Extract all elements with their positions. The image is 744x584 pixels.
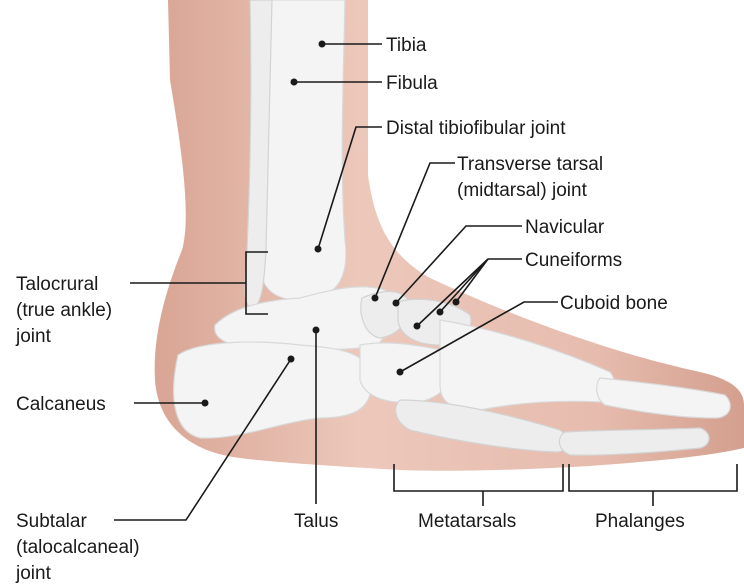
fibula-marker xyxy=(291,79,298,86)
talocrural-label-line2: (true ankle) xyxy=(16,300,112,321)
distal-tibiofibular-label: Distal tibiofibular joint xyxy=(386,118,566,139)
calcaneus-label: Calcaneus xyxy=(16,394,106,415)
cuneiform-marker-1 xyxy=(414,323,421,330)
calcaneus-marker xyxy=(202,400,209,407)
talus-label: Talus xyxy=(294,511,338,532)
subtalar-label-line3: joint xyxy=(15,563,52,584)
distal-tibiofibular-marker xyxy=(315,246,322,253)
navicular-label: Navicular xyxy=(525,217,605,238)
subtalar-label-line1: Subtalar xyxy=(16,511,87,532)
talus-marker xyxy=(313,327,320,334)
navicular-marker xyxy=(393,300,400,307)
transverse-tarsal-label-line2: (midtarsal) joint xyxy=(457,180,588,201)
talocrural-label-line1: Talocrural xyxy=(16,274,98,295)
cuboid-label: Cuboid bone xyxy=(560,293,668,314)
talocrural-label-line3: joint xyxy=(15,326,52,347)
metatarsals-label: Metatarsals xyxy=(418,511,516,532)
subtalar-label-line2: (talocalcaneal) xyxy=(16,537,140,558)
cuneiform-marker-2 xyxy=(437,309,444,316)
cuboid-marker xyxy=(397,369,404,376)
phalanges-label: Phalanges xyxy=(595,511,685,532)
tibia-marker xyxy=(319,41,326,48)
subtalar-marker xyxy=(288,356,295,363)
tibia-bone xyxy=(260,0,346,300)
cuneiforms-label: Cuneiforms xyxy=(525,250,622,271)
fibula-label: Fibula xyxy=(386,73,438,94)
transverse-tarsal-label-line1: Transverse tarsal xyxy=(457,154,603,175)
tibia-label: Tibia xyxy=(386,35,427,56)
cuneiform-marker-3 xyxy=(453,299,460,306)
transverse-tarsal-marker xyxy=(372,295,379,302)
